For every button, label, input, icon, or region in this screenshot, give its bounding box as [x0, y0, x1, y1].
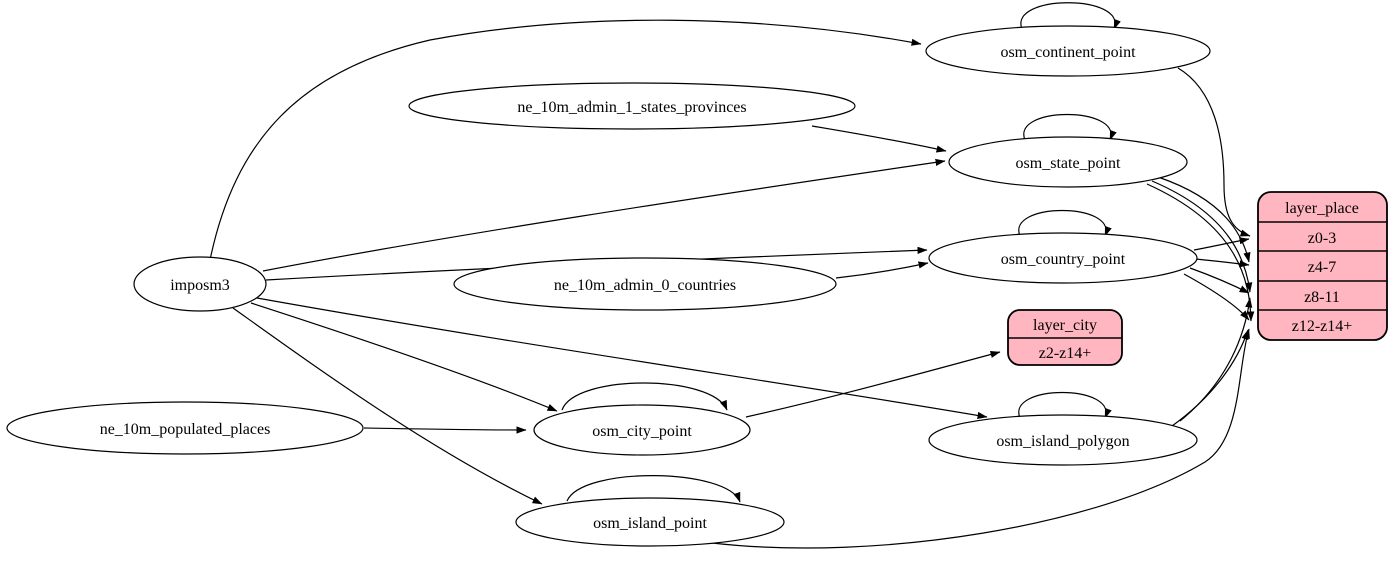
node-osm_continent_point-label: osm_continent_point: [1000, 44, 1136, 61]
record-layer_place: layer_place z0-3 z4-7 z8-11 z12-z14+: [1257, 191, 1388, 341]
node-osm_state_point: osm_state_point: [948, 136, 1188, 188]
edge-osm_state_point-layer_place-z4-7: [1157, 176, 1251, 263]
record-layer_place-row-z0-3: z0-3: [1308, 230, 1336, 247]
edge-ne_10m_admin_0_countries-osm_country_point: [835, 261, 929, 279]
node-ne_10m_populated_places: ne_10m_populated_places: [6, 401, 364, 455]
record-layer_place-row-z8-11: z8-11: [1304, 289, 1340, 306]
selfloop-osm_state_point: [1023, 113, 1117, 141]
node-osm_island_point-shape: [515, 497, 785, 547]
edge-ne_10m_populated_places-osm_city_point: [363, 426, 527, 434]
edge-osm_state_point-layer_place-z12-z14: [1146, 183, 1255, 322]
edge-osm_country_point-layer_place-z12-z14: [1183, 273, 1250, 321]
node-ne_10m_admin_0_countries-label: ne_10m_admin_0_countries: [554, 277, 736, 294]
record-layer_city-row-z2-z14: z2-z14+: [1039, 345, 1092, 362]
edge-osm_continent_point-layer_place-z0-3: [1177, 67, 1251, 237]
selfloop-osm_island_point: [566, 475, 741, 503]
node-ne_10m_populated_places-label: ne_10m_populated_places: [100, 421, 271, 438]
selfloop-osm_country_point: [1018, 209, 1112, 237]
node-ne_10m_admin_1_states_provinces: ne_10m_admin_1_states_provinces: [408, 82, 856, 130]
node-imposm3-shape: [133, 256, 267, 312]
edge-imposm3-osm_continent_point: [209, 19, 922, 261]
node-osm_state_point-label: osm_state_point: [1016, 155, 1121, 172]
selfloop-osm_continent_point: [1020, 2, 1121, 30]
edge-osm_country_point-layer_place-z8-11: [1189, 267, 1250, 294]
node-osm_continent_point: osm_continent_point: [925, 25, 1211, 77]
edge-imposm3-osm_state_point: [262, 158, 946, 272]
edge-osm_island_polygon-layer_place-z12-z14: [1171, 329, 1249, 427]
edge-osm_country_point-layer_place-z4-7: [1195, 258, 1250, 268]
edge-imposm3-osm_island_polygon: [256, 297, 988, 419]
node-osm_state_point-shape: [948, 136, 1188, 188]
node-ne_10m_admin_0_countries-shape: [453, 257, 837, 311]
edge-osm_state_point-layer_place-z8-11: [1151, 180, 1253, 293]
node-osm_island_polygon-shape: [928, 414, 1198, 466]
edge-osm_island_point-layer_place-z12-z14: [711, 328, 1250, 549]
record-layer_place-box: [1257, 191, 1388, 341]
node-osm_island_polygon-label: osm_island_polygon: [996, 433, 1129, 450]
selfloop-osm_city_point: [561, 382, 728, 411]
record-layer_city: layer_city z2-z14+: [1007, 309, 1123, 366]
node-osm_city_point-label: osm_city_point: [592, 423, 692, 440]
node-osm_continent_point-shape: [925, 25, 1211, 77]
edge-osm_city_point-layer_city-z2-z14: [745, 350, 1001, 418]
node-osm_island_point-label: osm_island_point: [593, 515, 707, 532]
node-ne_10m_admin_0_countries: ne_10m_admin_0_countries: [453, 257, 837, 311]
node-osm_city_point-shape: [533, 404, 751, 456]
node-osm_island_polygon: osm_island_polygon: [928, 414, 1198, 466]
node-osm_country_point-label: osm_country_point: [1001, 251, 1126, 268]
record-layer_place-title: layer_place: [1285, 200, 1359, 217]
node-imposm3-label: imposm3: [170, 277, 230, 294]
node-osm_island_point: osm_island_point: [515, 497, 785, 547]
node-osm_country_point: osm_country_point: [928, 232, 1198, 284]
edge-imposm3-osm_island_point: [232, 307, 543, 505]
node-ne_10m_populated_places-shape: [6, 401, 364, 455]
selfloop-osm_island_polygon: [1018, 391, 1112, 419]
record-layer_place-row-z12-z14: z12-z14+: [1292, 318, 1353, 335]
edges: [209, 2, 1255, 549]
edge-ne_10m_admin_1_states_provinces-osm_state_point: [811, 125, 947, 153]
edge-osm_country_point-layer_place-z0-3: [1193, 237, 1250, 251]
edge-osm_island_polygon-layer_place-z8-11: [1179, 297, 1253, 422]
node-osm_country_point-shape: [928, 232, 1198, 284]
record-layer_place-row-z4-7: z4-7: [1308, 259, 1336, 276]
node-ne_10m_admin_1_states_provinces-shape: [408, 82, 856, 130]
node-osm_city_point: osm_city_point: [533, 404, 751, 456]
node-imposm3: imposm3: [133, 256, 267, 312]
edge-imposm3-osm_city_point: [250, 302, 558, 412]
node-ne_10m_admin_1_states_provinces-label: ne_10m_admin_1_states_provinces: [517, 99, 746, 116]
record-layer_city-title: layer_city: [1033, 317, 1097, 334]
